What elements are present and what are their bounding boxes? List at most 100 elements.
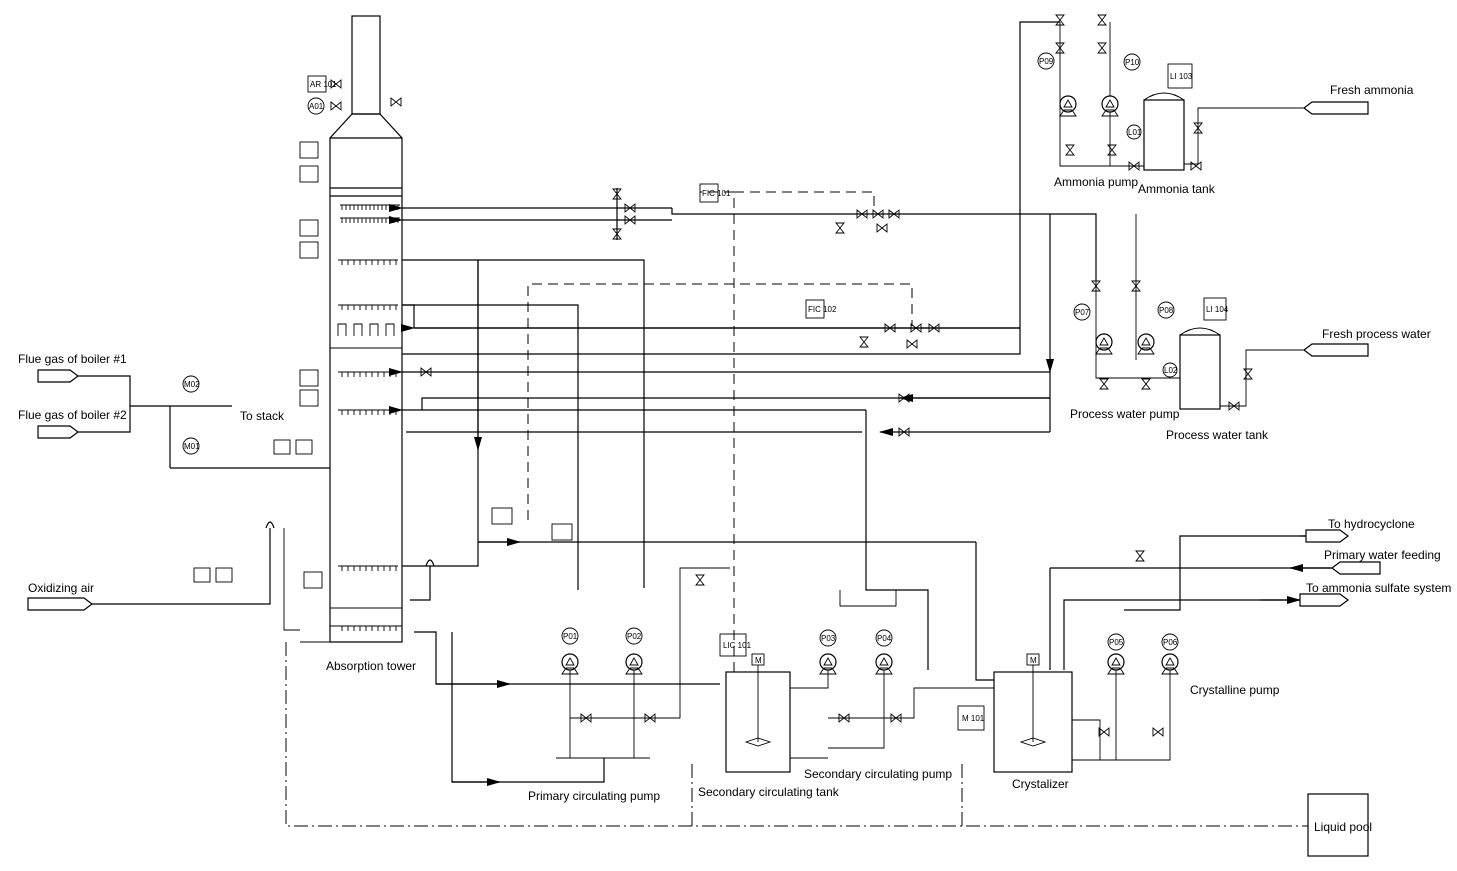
pump-p01: P01: [561, 627, 579, 675]
agitator-motor-label: M: [755, 656, 762, 665]
ar101-tag: AR 101: [310, 80, 337, 89]
valve-icon: [695, 574, 705, 586]
pump-p03: P03: [819, 629, 837, 675]
secondary-circulating-tank-label: Secondary circulating tank: [698, 785, 840, 799]
process-lines: [78, 21, 1341, 786]
valve-icon: [330, 101, 342, 111]
valve-icon: [1243, 368, 1253, 380]
valve-icon: [624, 215, 636, 225]
pump-tag-p10: P10: [1125, 58, 1140, 67]
pump-p05: P05: [1107, 633, 1125, 675]
m01-tag: M01: [184, 442, 200, 451]
valve-icon: [872, 209, 884, 219]
fic101-tag: FIC 101: [702, 189, 731, 198]
valve-icon: [884, 323, 896, 333]
valve-icon: [898, 427, 910, 437]
valve-icon: [1098, 727, 1110, 737]
process-water-tank: [1179, 327, 1221, 410]
pump-p04: P04: [875, 629, 893, 675]
l01-tag: L01: [1128, 128, 1142, 137]
stream-terminals: [27, 101, 1381, 611]
valve-icon: [1128, 161, 1140, 171]
to-ammonia-sulfate-label: To ammonia sulfate system: [1306, 581, 1451, 595]
to-hydrocyclone-label: To hydrocyclone: [1328, 517, 1415, 531]
pump-tag-p08: P08: [1159, 306, 1174, 315]
pump-tag-p04: P04: [877, 634, 892, 643]
crystalizer-label: Crystalizer: [1012, 777, 1069, 791]
valve-icon: [888, 209, 900, 219]
valve-icon: [856, 209, 868, 219]
valve-icon: [1135, 550, 1145, 562]
ammonia-tank-label: Ammonia tank: [1138, 182, 1216, 196]
valve-icon: [1099, 378, 1109, 390]
valve-icon: [859, 336, 869, 348]
valve-layer: [330, 14, 1253, 737]
valve-icon: [1152, 727, 1164, 737]
pump-tag-p02: P02: [627, 632, 642, 641]
pump-tag-p01: P01: [563, 632, 578, 641]
instruments: AR 101 A01 M02 M01 LIC 101 M 101 FIC 101…: [182, 63, 1229, 731]
a01-tag: A01: [309, 102, 324, 111]
pump-layer: P01 P02 P03 P04 P05 P06 P07 P08 P09 P10: [561, 52, 1179, 675]
valve-icon: [906, 339, 918, 349]
pump-tag-p06: P06: [1163, 638, 1178, 647]
valve-icon: [876, 223, 888, 233]
valve-icon: [1107, 144, 1117, 156]
flue-gas-1-label: Flue gas of boiler #1: [18, 352, 127, 366]
process-water-tank-label: Process water tank: [1166, 428, 1269, 442]
valve-icon: [1097, 42, 1107, 54]
crystalizer: M: [993, 653, 1073, 773]
pump-tag-p03: P03: [821, 634, 836, 643]
valve-icon: [1193, 122, 1203, 134]
m101-tag: M 101: [962, 714, 985, 723]
primary-water-feeding-label: Primary water feeding: [1324, 548, 1441, 562]
pump-p08: P08: [1137, 301, 1175, 355]
li103-tag: LI 103: [1170, 72, 1193, 81]
secondary-circulating-tank: M: [725, 653, 791, 773]
liquid-pool-label: Liquid pool: [1314, 820, 1372, 834]
li104-tag: LI 104: [1206, 305, 1229, 314]
pump-tag-p05: P05: [1109, 638, 1124, 647]
valve-icon: [898, 393, 910, 403]
oxidizing-air-label: Oxidizing air: [28, 581, 94, 595]
valve-icon: [928, 323, 940, 333]
pump-p07: P07: [1073, 303, 1113, 355]
valve-icon: [890, 713, 902, 723]
flue-gas-2-label: Flue gas of boiler #2: [18, 408, 127, 422]
valve-icon: [1055, 42, 1065, 54]
lic101-tag: LIC 101: [723, 641, 752, 650]
fresh-process-water-label: Fresh process water: [1322, 327, 1431, 341]
liquid-pool: [1307, 793, 1369, 857]
valve-icon: [330, 79, 342, 89]
pump-tag-p07: P07: [1075, 308, 1090, 317]
absorption-tower-label: Absorption tower: [326, 659, 416, 673]
valve-icon: [612, 228, 622, 240]
control-lines: [527, 191, 913, 672]
fresh-ammonia-label: Fresh ammonia: [1330, 83, 1414, 97]
pump-p10: P10: [1101, 53, 1141, 117]
valve-icon: [612, 188, 622, 200]
secondary-circulating-pump-label: Secondary circulating pump: [804, 767, 952, 781]
valve-icon: [1190, 161, 1202, 171]
pump-p06: P06: [1161, 633, 1179, 675]
drain-line: [285, 642, 1308, 827]
process-water-pump-label: Process water pump: [1070, 407, 1180, 421]
valve-icon: [1131, 280, 1141, 292]
l02-tag: L02: [1164, 366, 1178, 375]
valve-icon: [420, 367, 432, 377]
valve-icon: [1097, 14, 1107, 26]
valve-icon: [624, 203, 636, 213]
valve-icon: [835, 222, 845, 234]
m02-tag: M02: [184, 380, 200, 389]
ammonia-tank: [1143, 92, 1185, 171]
valve-icon: [1091, 280, 1101, 292]
valve-icon: [580, 713, 592, 723]
fic102-tag: FIC 102: [808, 305, 837, 314]
ammonia-pump-label: Ammonia pump: [1054, 175, 1138, 189]
valve-icon: [390, 97, 402, 107]
pump-p02: P02: [625, 627, 643, 675]
to-stack-label: To stack: [240, 409, 285, 423]
pump-tag-p09: P09: [1039, 57, 1054, 66]
valve-icon: [910, 323, 922, 333]
